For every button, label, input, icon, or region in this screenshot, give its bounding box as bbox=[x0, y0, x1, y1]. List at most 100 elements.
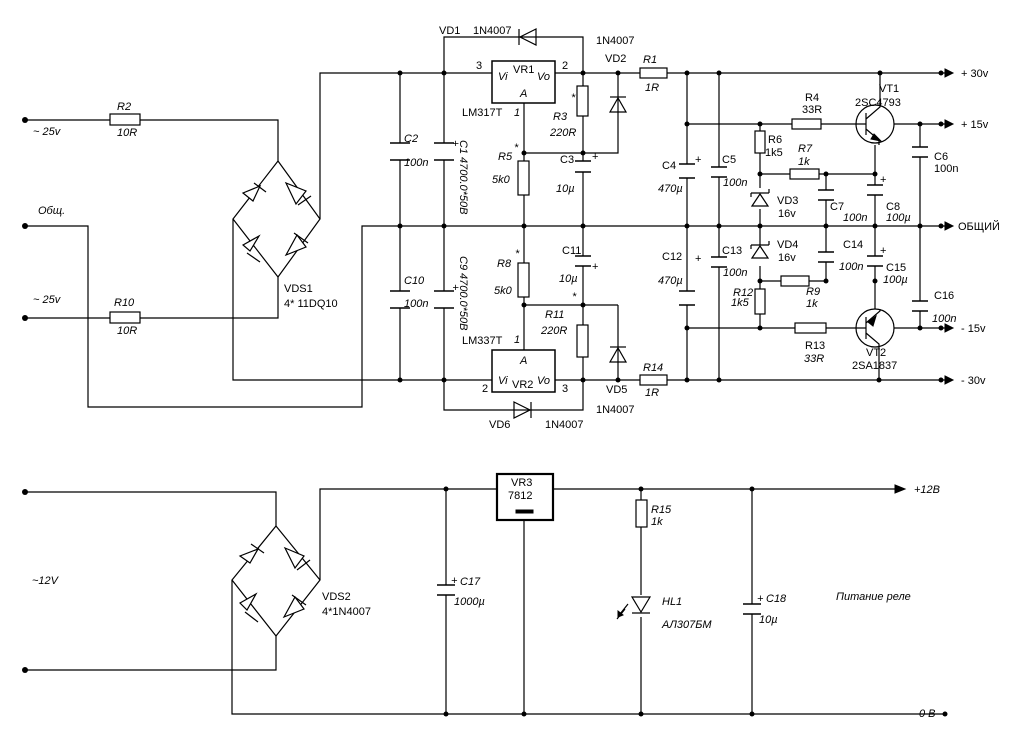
plus-C15: + bbox=[880, 245, 886, 257]
vi-VR1: Vi bbox=[498, 71, 508, 83]
vi-VR2: Vi bbox=[498, 375, 508, 387]
capacitor-C17 bbox=[437, 584, 455, 596]
ref-R12: R12 bbox=[733, 287, 753, 299]
plus-C12: + bbox=[695, 253, 701, 265]
label-in-top: ~ 25v bbox=[33, 126, 62, 138]
ref-R1: R1 bbox=[643, 54, 657, 66]
ref-R9: R9 bbox=[806, 286, 820, 298]
plus-C18: + bbox=[757, 593, 764, 605]
ref-C4: C4 bbox=[662, 160, 676, 172]
ref-VD6: VD6 bbox=[489, 419, 510, 431]
ref-R14: R14 bbox=[643, 362, 663, 374]
ref-C5: C5 bbox=[722, 154, 736, 166]
ref-C13: C13 bbox=[722, 245, 742, 257]
star-R3: * bbox=[571, 92, 576, 104]
val-C4: 470µ bbox=[658, 183, 683, 195]
plus-C9: + bbox=[449, 284, 461, 291]
val-R7: 1k bbox=[798, 156, 810, 168]
type-VR3: 7812 bbox=[508, 490, 532, 502]
val-R12: 1k5 bbox=[731, 297, 750, 309]
capacitor-C6 bbox=[912, 146, 928, 158]
val-VD1: 1N4007 bbox=[473, 25, 512, 37]
label-layer: ~ 25v Общ. ~ 25v ~12V + 30v + 15v ОБЩИЙ … bbox=[32, 25, 1000, 720]
val-VT1: 2SC4793 bbox=[855, 97, 901, 109]
ref-VT1: VT1 bbox=[879, 83, 899, 95]
ref-R10: R10 bbox=[114, 297, 135, 309]
val-R2: 10R bbox=[117, 127, 137, 139]
ref-C3: C3 bbox=[560, 154, 574, 166]
type-VR1: LM317T bbox=[462, 107, 503, 119]
ref-C1: C1 bbox=[457, 140, 469, 154]
label-out-m15: - 15v bbox=[961, 323, 986, 335]
val-R3: 220R bbox=[549, 127, 576, 139]
regulator-VR1 bbox=[491, 60, 556, 104]
led-HL1 bbox=[616, 596, 652, 620]
pin3-VR2: 3 bbox=[562, 383, 568, 395]
ref-HL1: HL1 bbox=[662, 596, 682, 608]
zener-VD3 bbox=[750, 189, 770, 207]
plus-C11: + bbox=[592, 261, 598, 273]
ref-C2: C2 bbox=[404, 133, 418, 145]
capacitor-C3 bbox=[575, 160, 591, 173]
label-in-bottom: ~ 25v bbox=[33, 294, 62, 306]
ref-C12: C12 bbox=[662, 251, 682, 263]
capacitor-C7 bbox=[818, 189, 834, 201]
resistor-R15 bbox=[635, 499, 648, 528]
plus-C17: + bbox=[451, 575, 458, 587]
val-R14: 1R bbox=[645, 387, 659, 399]
plus-C1: + bbox=[449, 140, 461, 147]
transistor-VT1 bbox=[855, 102, 895, 145]
ref-C18: C18 bbox=[766, 593, 787, 605]
bridge-VDS2 bbox=[231, 525, 321, 637]
regulator-VR2 bbox=[491, 349, 556, 393]
ref-VD3: VD3 bbox=[777, 195, 798, 207]
ref-R15: R15 bbox=[651, 504, 672, 516]
ref-VD2: VD2 bbox=[605, 53, 626, 65]
capacitor-C15 bbox=[867, 255, 883, 267]
resistor-R10 bbox=[109, 311, 141, 324]
ref-VDS2: VDS2 bbox=[322, 591, 351, 603]
ref-R8: R8 bbox=[497, 258, 512, 270]
adj-VR1: A bbox=[519, 88, 527, 100]
resistor-R2 bbox=[109, 113, 141, 126]
diode-VD2 bbox=[608, 86, 628, 116]
ref-C14: C14 bbox=[843, 239, 863, 251]
resistor-R5 bbox=[517, 160, 530, 196]
ref-VD4: VD4 bbox=[777, 239, 798, 251]
ref-C10: C10 bbox=[404, 275, 425, 287]
val-R8: 5k0 bbox=[494, 285, 513, 297]
ref-C6: C6 bbox=[934, 151, 948, 163]
resistor-R12 bbox=[754, 288, 766, 315]
ref-C7: C7 bbox=[830, 201, 844, 213]
label-relay: Питание реле bbox=[836, 591, 911, 603]
ref-R4: R4 bbox=[805, 92, 819, 104]
diode-VD1 bbox=[512, 28, 537, 46]
junction-dots-upper bbox=[397, 70, 944, 383]
diode-VD6 bbox=[512, 401, 536, 419]
capacitor-C11 bbox=[575, 255, 591, 267]
resistor-R3 bbox=[576, 85, 589, 117]
vo-VR2: Vo bbox=[537, 375, 550, 387]
val-C14: 100n bbox=[839, 261, 863, 273]
ref-VR2: VR2 bbox=[512, 379, 533, 391]
capacitor-C4 bbox=[679, 163, 695, 179]
input-terminals bbox=[22, 117, 28, 673]
resistor-R13 bbox=[794, 322, 827, 334]
capacitor-C1 bbox=[434, 142, 454, 161]
val-C17: 1000µ bbox=[454, 596, 485, 608]
val-C1: 4700.0*50В bbox=[457, 157, 469, 215]
pin2-VR1: 2 bbox=[562, 60, 568, 72]
star-R5: * bbox=[514, 142, 519, 154]
resistor-R8 bbox=[517, 262, 530, 298]
resistor-R14 bbox=[639, 374, 668, 386]
val-R13: 33R bbox=[804, 353, 824, 365]
diode-VD5 bbox=[608, 341, 628, 369]
junction-dots-lower bbox=[443, 486, 948, 717]
ref-C15: C15 bbox=[886, 262, 906, 274]
resistor-R9 bbox=[780, 275, 810, 287]
label-in-common: Общ. bbox=[38, 205, 65, 217]
val-VD5: 1N4007 bbox=[596, 404, 635, 416]
pin1-VR2: 1 bbox=[514, 334, 520, 346]
ref-VR1: VR1 bbox=[513, 64, 534, 76]
